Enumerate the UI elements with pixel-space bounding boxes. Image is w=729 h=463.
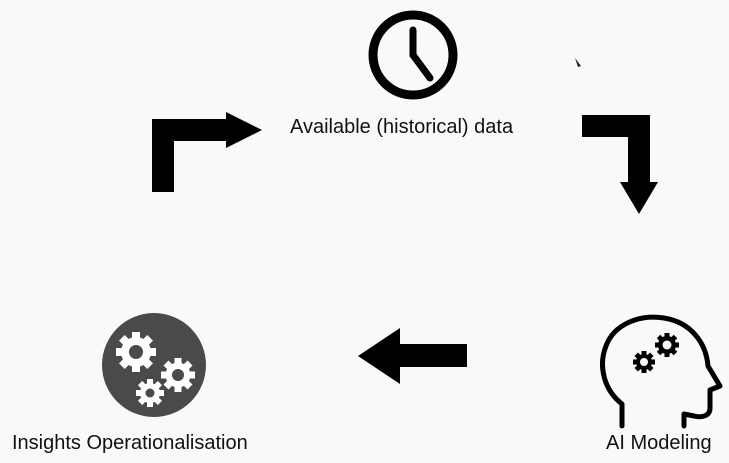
gears-icon (102, 313, 206, 417)
head-with-gears-icon (600, 314, 723, 429)
arrow-modeling-to-insights (358, 328, 467, 384)
label-insights: Insights Operationalisation (12, 432, 248, 454)
mouse-cursor (575, 58, 581, 67)
clock-icon (368, 10, 458, 100)
arrow-insights-to-data (152, 112, 262, 192)
label-available-data: Available (historical) data (290, 116, 514, 138)
label-ai-modeling: AI Modeling (606, 432, 712, 454)
arrow-data-to-modeling (582, 115, 658, 214)
